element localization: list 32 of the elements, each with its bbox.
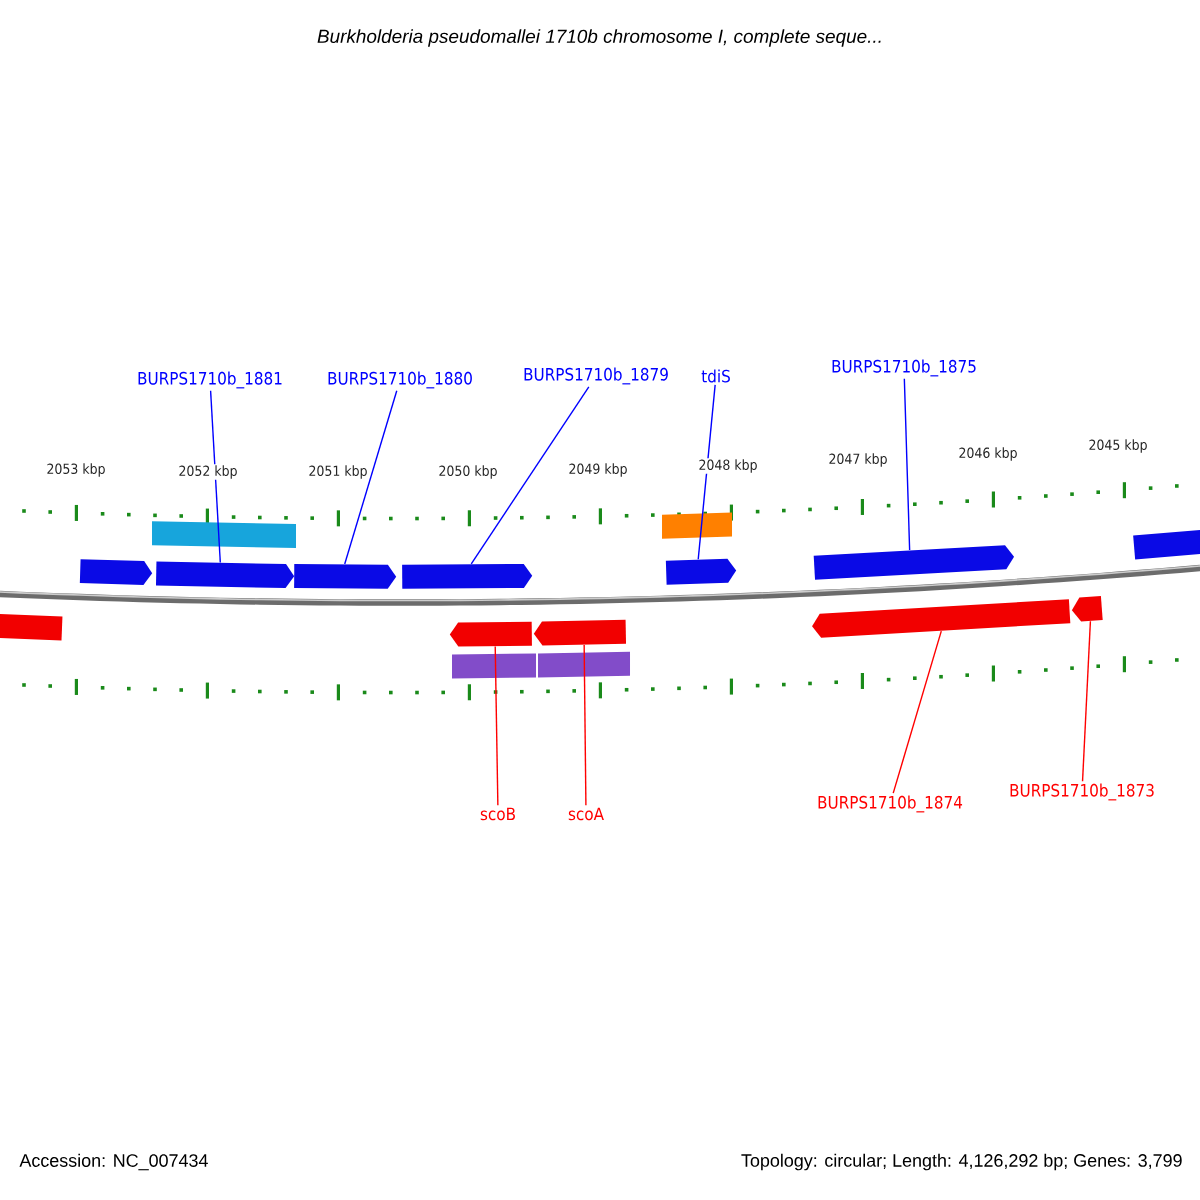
leader-line <box>892 630 942 794</box>
gene-block <box>0 613 63 641</box>
gene-block <box>533 619 627 646</box>
footer-text: Accession: NC_007434 <box>19 1153 208 1171</box>
footer-text: Topology: circular; Length: 4,126,292 bp; Genes: 3,799 <box>741 1153 1182 1171</box>
gene-block <box>79 559 153 586</box>
leader-line <box>470 386 590 565</box>
gene-label: BURPS1710b_1873 <box>1010 783 1154 801</box>
gene-block <box>1071 596 1103 622</box>
leader-line <box>583 644 587 806</box>
gene-block <box>449 621 532 647</box>
gene-label: BURPS1710b_1879 <box>524 367 668 385</box>
gene-label: BURPS1710b_1875 <box>832 359 976 377</box>
leader-line <box>903 378 911 551</box>
gene-label: BURPS1710b_1881 <box>138 371 282 389</box>
gene-label: tdiS <box>701 369 730 383</box>
gene-label: scoB <box>480 807 515 821</box>
gene-block <box>665 558 737 585</box>
title: Burkholderia pseudomallei 1710b chromosome I, complete seque... <box>317 29 881 47</box>
leader-line <box>494 645 499 806</box>
leader-line <box>209 390 221 564</box>
leader-line <box>344 390 398 565</box>
gene-block <box>156 561 295 589</box>
leader-line <box>697 384 716 560</box>
gene-block <box>813 545 1015 580</box>
gene-block <box>402 563 533 589</box>
gene-block <box>294 564 397 589</box>
leader-line <box>1081 620 1092 782</box>
gene-label: BURPS1710b_1880 <box>328 371 472 389</box>
gene-label: BURPS1710b_1874 <box>818 795 963 813</box>
gene-block <box>1133 529 1200 560</box>
gene-label: scoA <box>568 807 604 821</box>
